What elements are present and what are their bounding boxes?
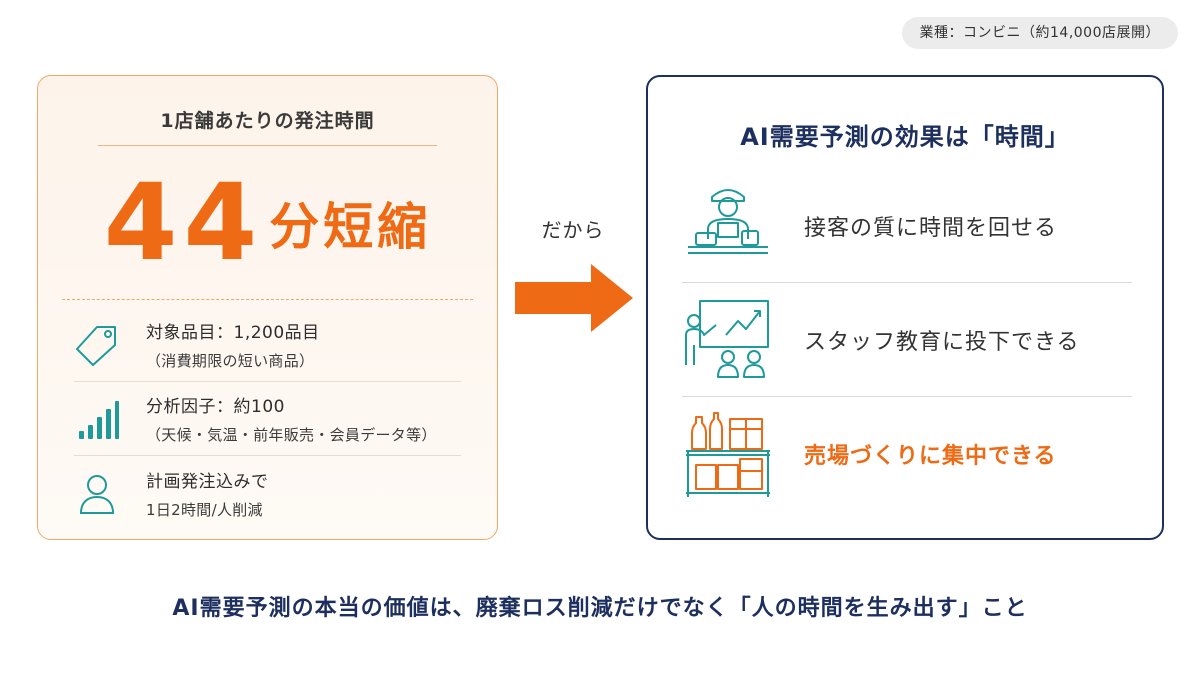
effect-list: 接客の質に時間を回せる スタッフ教育に投下できる xyxy=(682,169,1132,511)
fact-item-items: 対象品目：1,200品目 （消費期限の短い商品） xyxy=(74,308,461,382)
fact-sub-text: （消費期限の短い商品） xyxy=(146,352,315,370)
effect-item-training: スタッフ教育に投下できる xyxy=(682,283,1132,397)
fact-item-person: 計画発注込みで 1日2時間/人削減 xyxy=(74,456,461,530)
fact-sub-text: 1日2時間/人削減 xyxy=(146,500,263,519)
fact-sub-text: （天候・気温・前年販売・会員データ等） xyxy=(146,426,437,444)
effect-label: 接客の質に時間を回せる xyxy=(804,215,1058,241)
store-shelf-icon xyxy=(686,412,770,497)
effect-label-highlight: 売場づくりに集中できる xyxy=(804,444,1057,469)
industry-badge: 業種：コンビニ（約14,000店展開） xyxy=(901,17,1178,49)
fact-item-factors: 分析因子：約100 （天候・気温・前年販売・会員データ等） xyxy=(74,382,461,456)
fact-main-text: 計画発注込みで xyxy=(146,471,269,492)
order-time-heading: 1店舗あたりの発注時間 xyxy=(98,106,437,146)
effect-item-sales-floor: 売場づくりに集中できる xyxy=(682,397,1132,511)
effect-heading: AI需要予測の効果は「時間」 xyxy=(740,123,1070,151)
effect-item-service: 接客の質に時間を回せる xyxy=(682,169,1132,283)
therefore-label: だから xyxy=(541,218,605,242)
fact-main-text: 分析因子：約100 xyxy=(146,397,285,417)
reduction-number: 44 xyxy=(103,161,264,284)
dashed-divider xyxy=(62,299,473,300)
right-arrow-icon xyxy=(515,264,633,332)
effect-label: スタッフ教育に投下できる xyxy=(804,329,1080,355)
bar-chart-icon xyxy=(74,396,120,442)
clerk-at-register-icon xyxy=(688,188,768,254)
fact-main-text: 対象品目：1,200品目 xyxy=(146,323,320,343)
effect-card: AI需要予測の効果は「時間」 接客の質に時間を回せる xyxy=(646,75,1164,540)
person-icon xyxy=(74,470,120,516)
reduction-unit: 分短縮 xyxy=(269,198,432,256)
staff-training-icon xyxy=(685,299,769,378)
bottom-message: AI需要予測の本当の価値は、廃棄ロス削減だけでなく「人の時間を生み出す」こと xyxy=(172,596,1028,621)
tag-icon xyxy=(74,322,120,368)
fact-list: 対象品目：1,200品目 （消費期限の短い商品） 分析因子：約100 （天候・気… xyxy=(74,308,461,530)
